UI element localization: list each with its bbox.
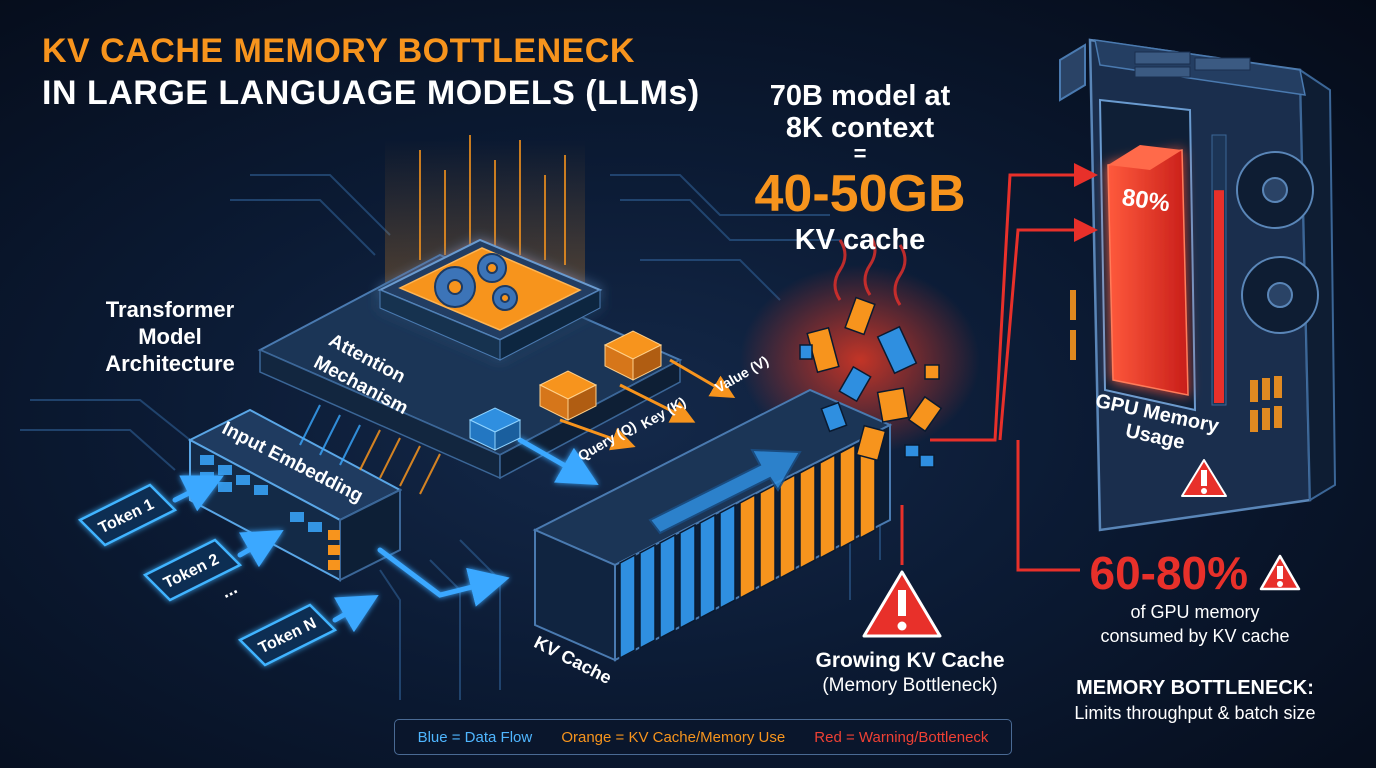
growing-kv-cache-caption: Growing KV Cache (Memory Bottleneck) [800, 648, 1020, 698]
consumption-value: 60-80% [1089, 547, 1249, 599]
architecture-label: Transformer Model Architecture [80, 296, 260, 377]
stat-line-2: 8K context [785, 112, 935, 144]
legend-orange: Orange = KV Cache/Memory Use [561, 728, 786, 746]
embedding-upward-arrows [299, 404, 361, 466]
architecture-label-line-1: Transformer [105, 297, 235, 322]
value-matrix [603, 330, 663, 381]
warning-icon [862, 570, 942, 638]
legend-red: Red = Warning/Bottleneck [814, 728, 989, 746]
qkv-arrows [559, 358, 736, 451]
stat-value: 40-50GB [754, 165, 966, 223]
heat-waves [833, 234, 907, 306]
token-cards [77, 483, 338, 667]
kv-cache-slots [619, 433, 876, 660]
consumption-line-2: consumed by KV cache [1100, 626, 1290, 646]
gpu-usage-bar [1107, 145, 1189, 396]
architecture-label-line-3: Architecture [105, 351, 235, 376]
key-matrix [538, 370, 598, 421]
stat-line-4: KV cache [794, 224, 926, 256]
memory-bottleneck-caption: MEMORY BOTTLENECK: Limits throughput & b… [1040, 676, 1350, 725]
title-line-1: KV CACHE MEMORY BOTTLENECK [42, 32, 635, 70]
attention-chip [377, 238, 603, 361]
gpu-warning-icon [1181, 459, 1227, 497]
bottleneck-title: MEMORY BOTTLENECK: [1076, 677, 1314, 699]
title-line-2: IN LARGE LANGUAGE MODELS (LLMs) [42, 74, 700, 112]
growing-title: Growing KV Cache [815, 649, 1005, 672]
growing-subtitle: (Memory Bottleneck) [822, 675, 998, 696]
gpu-consumption-stat: 60-80% of GPU memory consumed by KV cach… [1060, 546, 1330, 648]
stat-equals: = [853, 141, 867, 166]
color-legend: Blue = Data Flow Orange = KV Cache/Memor… [394, 719, 1012, 755]
kv-cache-size-stat: 70B model at 8K context = 40-50GB KV cac… [720, 80, 1000, 256]
consumption-line-1: of GPU memory [1130, 602, 1260, 622]
stat-line-1: 70B model at [769, 80, 951, 112]
token-1-card [77, 483, 178, 547]
gpu-card [1059, 38, 1337, 532]
legend-blue: Blue = Data Flow [417, 728, 533, 746]
gears-icon [434, 253, 518, 311]
query-matrix [468, 407, 522, 451]
attention-orange-arrows [359, 429, 441, 495]
bottleneck-subtitle: Limits throughput & batch size [1074, 703, 1316, 723]
gpu-usage-fill [1214, 190, 1224, 403]
kv-cache-growth-arrow [648, 448, 802, 535]
data-flow-arrows [172, 437, 599, 633]
input-embedding-block [187, 408, 403, 582]
consumption-warning-icon [1259, 554, 1300, 591]
architecture-label-line-2: Model [138, 324, 202, 349]
gpu-fans [1236, 151, 1319, 334]
kv-cache-block [532, 388, 893, 662]
bottleneck-connectors [900, 163, 1098, 572]
overflow-cubes [799, 296, 943, 468]
